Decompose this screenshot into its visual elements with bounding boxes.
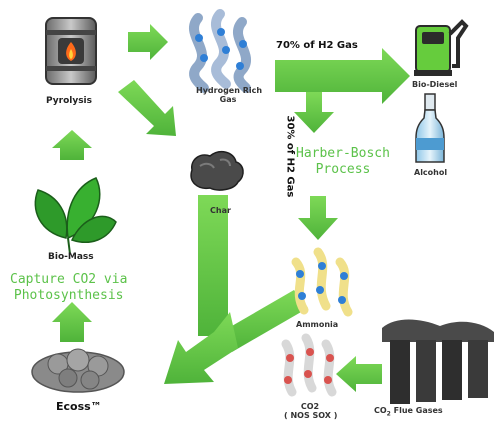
h2-30-percent-label: 30% of H2 Gas — [284, 115, 296, 198]
co2-label: CO2 ( NOS SOX ) — [284, 402, 338, 420]
flue-gases-label: CO2 Flue Gases — [374, 406, 443, 419]
flue-gases-label-prefix: CO — [374, 406, 387, 415]
co2-molecule-icon — [281, 333, 337, 397]
hydrogen-gas-label-line2: Gas — [219, 95, 237, 104]
ammonia-label: Ammonia — [296, 320, 339, 329]
fuel-pump-icon — [414, 19, 469, 76]
bottle-icon — [415, 93, 445, 163]
ecoss-rocks-icon — [31, 348, 125, 393]
flow-arrows — [52, 24, 410, 392]
capture-co2-label-line2: Photosynthesis — [13, 288, 124, 303]
co2-label-line1: CO2 — [300, 402, 320, 411]
flue-gases-label-sub: 2 — [386, 410, 391, 418]
capture-co2-label: Capture CO2 via Photosynthesis — [10, 272, 127, 304]
arrow-ecoss-up — [52, 302, 92, 342]
alcohol-label: Alcohol — [414, 168, 448, 177]
arrow-flue-to-co2 — [336, 356, 382, 392]
ammonia-icon — [291, 247, 353, 317]
arrow-harber-to-ammonia — [298, 196, 338, 240]
char-label: Char — [210, 206, 231, 215]
arrow-biomass-up — [52, 130, 92, 160]
harber-bosch-label: Harber-Bosch Process — [296, 146, 390, 178]
hydrogen-gas-icon — [189, 9, 251, 93]
pyrolysis-label: Pyrolysis — [46, 96, 93, 106]
char-icon — [190, 150, 244, 191]
flue-gases-label-suffix: Flue Gases — [390, 406, 443, 415]
arrow-hydrogen-branch-down — [294, 92, 334, 133]
capture-co2-label-line1: Capture CO2 via — [10, 272, 128, 287]
arrow-pyrolysis-to-hydrogen — [128, 24, 168, 60]
arrow-hydrogen-to-biodiesel — [275, 48, 410, 104]
harber-bosch-label-line1: Harber-Bosch — [296, 146, 390, 161]
co2-label-line2: ( NOS SOX ) — [284, 411, 338, 420]
hydrogen-gas-label: Hydrogen Rich Gas — [196, 86, 263, 104]
arrow-to-ecoss — [164, 312, 238, 384]
leaves-icon — [34, 177, 117, 255]
ecoss-label: Ecoss™ — [56, 400, 102, 413]
biodiesel-label: Bio-Diesel — [412, 80, 458, 89]
flue-stack-icon — [382, 319, 494, 404]
arrow-char-down — [198, 195, 228, 336]
hydrogen-gas-label-line1: Hydrogen Rich — [196, 86, 263, 95]
arrow-pyrolysis-to-char — [118, 80, 176, 136]
harber-bosch-label-line2: Process — [315, 162, 371, 177]
h2-70-percent-label: 70% of H2 Gas — [276, 40, 358, 51]
biomass-label: Bio-Mass — [48, 252, 94, 262]
pyrolysis-furnace-icon — [45, 17, 97, 85]
arrow-ammonia-to-junction — [218, 290, 308, 352]
